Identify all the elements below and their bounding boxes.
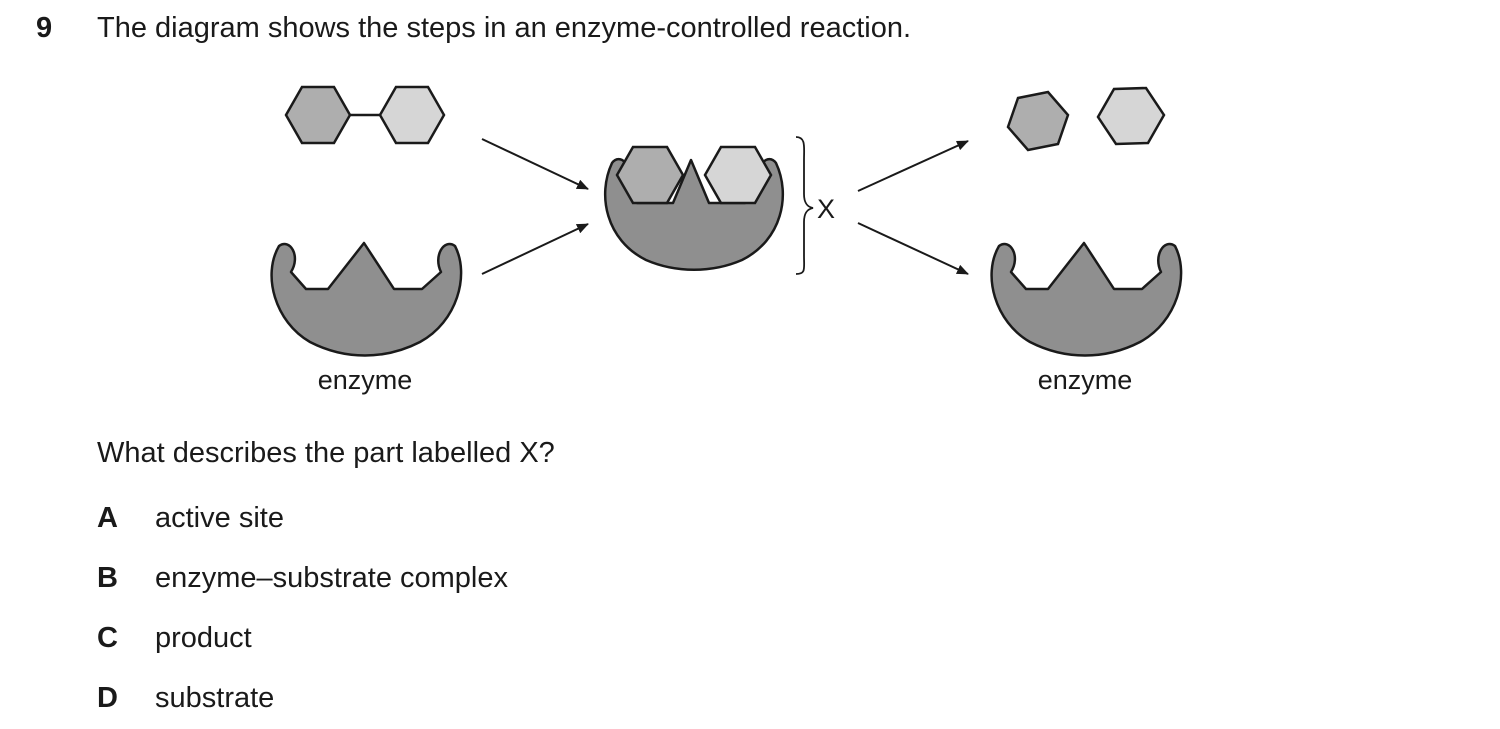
- option-text: substrate: [155, 682, 275, 714]
- option-text: product: [155, 622, 252, 654]
- enzyme-reaction-diagram: enzyme X enzyme: [270, 85, 1183, 395]
- option-text: enzyme–substrate complex: [155, 562, 508, 594]
- substrate-molecule: [284, 85, 446, 145]
- arrow-complex-to-enzyme: [857, 222, 969, 275]
- option-letter: D: [97, 682, 118, 714]
- arrow-complex-to-products: [857, 140, 969, 192]
- enzyme-right: [990, 241, 1183, 357]
- question-stem: The diagram shows the steps in an enzyme…: [97, 12, 912, 44]
- question-prompt: What describes the part labelled X?: [97, 437, 555, 469]
- option-letter: A: [97, 502, 118, 534]
- enzyme-label-left: enzyme: [318, 365, 413, 395]
- substrate-hexagon-dark: [284, 85, 352, 145]
- enzyme-label-right: enzyme: [1038, 365, 1133, 395]
- option-letter: C: [97, 622, 118, 654]
- enzyme-substrate-complex: [604, 145, 784, 271]
- question-number: 9: [36, 12, 53, 44]
- arrow-substrate-to-complex: [481, 138, 589, 190]
- substrate-hexagon-light: [378, 85, 446, 145]
- enzyme-left: [270, 241, 463, 357]
- complex-hexagon-dark: [615, 145, 685, 205]
- option-text: active site: [155, 502, 284, 534]
- product-hexagon-light: [1096, 86, 1166, 146]
- complex-hexagon-light: [703, 145, 773, 205]
- product-hexagon-dark: [1006, 90, 1070, 152]
- option-letter: B: [97, 562, 118, 594]
- complex-label-x: X: [817, 194, 835, 224]
- arrow-enzyme-to-complex: [481, 223, 589, 275]
- complex-brace: [795, 136, 814, 275]
